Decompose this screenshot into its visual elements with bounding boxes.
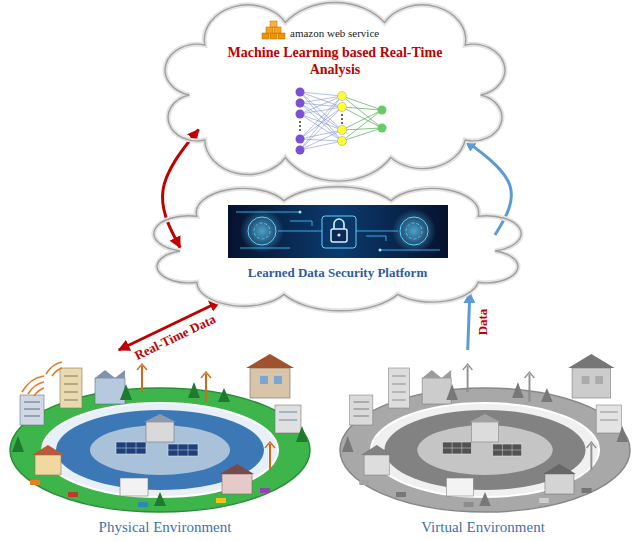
virtual-city [340, 354, 630, 512]
neural-network [296, 99, 305, 108]
neural-network [378, 124, 387, 133]
environment-node: Physical Environment [0, 350, 330, 541]
wireless-signal [46, 362, 62, 374]
neural-network [296, 110, 305, 119]
neural-network [341, 122, 343, 124]
security-image [228, 205, 448, 258]
security-image [254, 223, 270, 239]
cloud-node: Learned Data Security Platform [170, 185, 505, 310]
neural-network [296, 88, 305, 97]
wireless-signal [34, 388, 44, 396]
cloud-shadow [165, 3, 505, 182]
cloud-title: Machine Learning based Real-Time Analysi… [210, 44, 460, 78]
security-image [334, 219, 344, 229]
neural-network [341, 114, 343, 116]
wireless-signal [22, 376, 44, 392]
security-image [337, 233, 340, 236]
aws-logo [262, 33, 269, 39]
neural-network [296, 135, 305, 144]
aws-logo [266, 27, 273, 33]
wireless-signal [28, 382, 44, 394]
connector-arrow [468, 293, 470, 351]
cloud-title: Learned Data Security Platform [190, 265, 485, 281]
physical-city [10, 354, 310, 512]
cloud-shadow [154, 187, 521, 311]
security-image [400, 217, 428, 245]
aws-logo [270, 21, 277, 27]
security-image [228, 205, 448, 258]
aws-logo [270, 33, 277, 39]
cloud-border [165, 3, 505, 182]
aws-logo [278, 33, 285, 39]
neural-network [338, 126, 347, 135]
security-image [406, 223, 422, 239]
edge-label: Data [474, 308, 489, 335]
neural-network [299, 121, 301, 123]
security-image [299, 211, 302, 214]
neural-network [341, 118, 343, 120]
wireless-signal [52, 368, 62, 376]
neural-network [338, 137, 347, 146]
neural-network [299, 129, 301, 131]
security-image [379, 249, 382, 252]
neural-network [338, 92, 347, 101]
neural-network [299, 125, 301, 127]
neural-network [378, 106, 387, 115]
aws-logo [262, 21, 285, 39]
security-image [322, 216, 356, 248]
security-image [248, 217, 276, 245]
security-image [392, 209, 436, 253]
neural-network [296, 88, 387, 155]
security-image [236, 212, 440, 250]
cloud-border [154, 187, 521, 311]
security-image [240, 209, 284, 253]
neural-network [338, 103, 347, 112]
wireless-signal [22, 362, 62, 396]
aws-logo [274, 27, 281, 33]
logo-text: amazon web service [290, 26, 430, 40]
environment-node: Virtual Environment [330, 350, 636, 541]
security-image [331, 229, 347, 242]
neural-network [296, 146, 305, 155]
environment-label: Physical Environment [10, 518, 320, 536]
neural-network [300, 92, 342, 150]
connector-arrow [163, 130, 199, 248]
cloud-node: amazon web serviceMachine Learning based… [180, 0, 490, 180]
connectors [119, 130, 512, 350]
neural-network [342, 96, 382, 141]
cloud-outline [170, 185, 505, 310]
environment-label: Virtual Environment [338, 518, 628, 536]
